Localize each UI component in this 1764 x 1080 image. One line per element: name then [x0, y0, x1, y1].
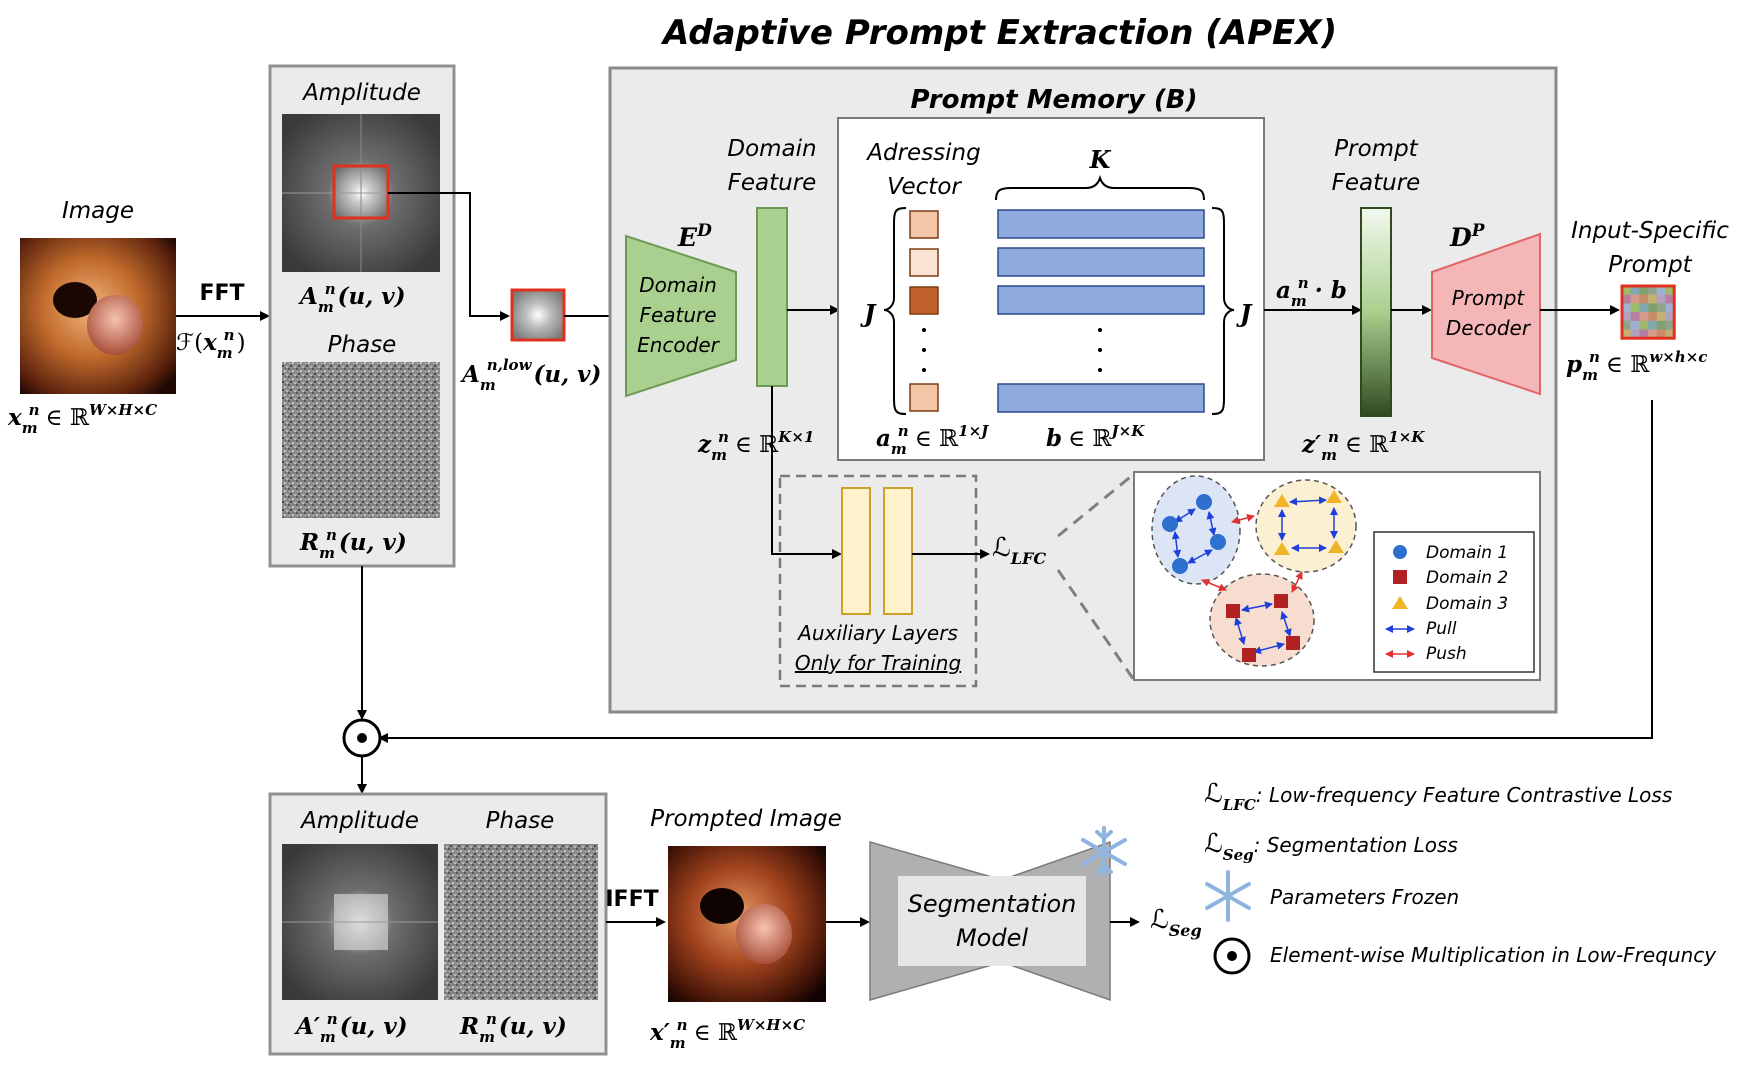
phase-label-top: Phase: [328, 332, 397, 358]
push-arrows: [1201, 513, 1303, 593]
feature-to-aux-arrow: [771, 386, 842, 559]
decoder-text-1: Prompt: [1452, 286, 1526, 310]
low-freq-var: Amn,low(u, v): [460, 356, 601, 394]
zoom-line-bottom: [1056, 569, 1136, 681]
amplitude-label-bottom: Amplitude: [299, 808, 419, 834]
legend-seg: ℒSeg: Segmentation Loss: [1204, 829, 1458, 864]
input-dims: xmn∈ ℝW×H×C: [7, 401, 157, 437]
phase-var-bottom: Rmn(u, v): [459, 1010, 567, 1046]
phase-label-bottom: Phase: [486, 808, 555, 834]
prompt-out-label-2: Prompt: [1608, 252, 1692, 278]
k-brace: [995, 174, 1205, 201]
legend-domain2: Domain 2: [1426, 568, 1508, 588]
zp-var: z′mn∈ ℝ1×K: [1301, 428, 1425, 464]
phase-image-bottom: [444, 844, 598, 1000]
addressing-label-2: Vector: [887, 174, 962, 200]
legend-lfc: ℒLFC: Low-frequency Feature Contrastive …: [1204, 779, 1672, 814]
domain3-cluster: [1255, 479, 1357, 573]
encoder-text-2: Feature: [639, 303, 716, 327]
domain-feature-bar: [756, 207, 788, 387]
p-var: pmn∈ ℝw×h×c: [1566, 348, 1707, 384]
multiply-node: [342, 718, 382, 758]
legend-domain3: Domain 3: [1426, 594, 1508, 614]
legend-domain1: Domain 1: [1426, 543, 1508, 563]
legend-multiply-icon: [1213, 937, 1251, 975]
prompt-memory-title: Prompt Memory (B): [911, 85, 1198, 115]
fft-label: FFT: [199, 281, 244, 306]
snowflake-icon: [1081, 826, 1127, 878]
phase-image-top: [282, 362, 440, 518]
prompt-out-label-1: Input-Specific: [1571, 218, 1729, 244]
ifft-label: IFFT: [605, 887, 658, 912]
b-var: b∈ ℝJ×K: [1046, 422, 1145, 452]
a-var: amn∈ ℝ1×J: [876, 422, 989, 458]
aux-text-2: Only for Training: [795, 651, 961, 675]
prompt-decoder: [1431, 232, 1541, 396]
low-freq-connector: [388, 192, 510, 321]
j-label-right: J: [1236, 299, 1253, 328]
prompted-image: [668, 846, 826, 1002]
addressing-vector: [909, 210, 939, 412]
seg-loss: ℒSeg: [1150, 905, 1202, 940]
image-label: Image: [62, 198, 134, 224]
legend-domain3-marker: [1392, 596, 1408, 609]
decoder-text-2: Decoder: [1446, 316, 1532, 340]
encoder-text-1: Domain: [639, 273, 717, 297]
addressing-brace: [883, 207, 907, 415]
segmentation-model: [869, 840, 1111, 1002]
aux-text-1: Auxiliary Layers: [796, 621, 958, 645]
domain-feature-label-1: Domain: [727, 136, 816, 162]
legend-mult: Element-wise Multiplication in Low-Frequ…: [1270, 943, 1717, 967]
legend-push: Push: [1426, 644, 1467, 664]
prompt-patch: [1620, 284, 1676, 340]
prompt-feature-bar: [1360, 207, 1392, 417]
low-freq-crop: [510, 288, 566, 342]
seg-text-2: Model: [956, 924, 1028, 952]
diagram-title: Adaptive Prompt Extraction (APEX): [660, 13, 1337, 53]
legend-frozen: Parameters Frozen: [1270, 885, 1459, 909]
k-label: K: [1089, 145, 1112, 174]
amplitude-image-bottom: [282, 844, 438, 1000]
decoder-symbol: DP: [1449, 221, 1486, 252]
phase-var-top: Rmn(u, v): [299, 526, 407, 562]
seg-text-1: Segmentation: [908, 890, 1077, 918]
legend-domain2-marker: [1393, 570, 1407, 584]
legend-snowflake-icon: [1205, 870, 1251, 922]
input-image: [20, 238, 176, 394]
prompt-feature-label-2: Feature: [1332, 170, 1421, 196]
domain-feature-label-2: Feature: [728, 170, 817, 196]
amplitude-label-top: Amplitude: [301, 80, 421, 106]
j-label-left: J: [860, 299, 877, 328]
prompt-return-line: [378, 400, 1653, 743]
lfc-loss: ℒLFC: [992, 533, 1046, 568]
legend-pull: Pull: [1426, 619, 1457, 639]
prompted-image-label: Prompted Image: [650, 806, 842, 832]
ab-expr: amn· b: [1276, 274, 1347, 310]
aux-layers-box: [778, 474, 978, 688]
addressing-label-1: Adressing: [865, 140, 980, 166]
domain2-cluster: [1209, 573, 1315, 667]
encoder-symbol: ED: [677, 221, 712, 252]
encoder-text-3: Encoder: [637, 333, 721, 357]
aux-layer-2: [883, 487, 913, 615]
domain1-cluster: [1151, 475, 1241, 585]
prompted-dims: x′mn∈ ℝW×H×C: [649, 1016, 805, 1052]
memory-bank: [997, 209, 1205, 413]
amplitude-var-bottom: A′mn(u, v): [294, 1010, 408, 1046]
memory-brace-right: [1211, 207, 1235, 415]
domain-feature-encoder: [625, 234, 737, 398]
prompt-feature-label-1: Prompt: [1334, 136, 1418, 162]
zoom-line-top: [1057, 472, 1135, 538]
amplitude-var-top: Amn(u, v): [298, 280, 406, 316]
fft-formula: ℱ(xmn): [176, 326, 246, 362]
legend-domain1-marker: [1393, 545, 1407, 559]
aux-layer-1: [841, 487, 871, 615]
